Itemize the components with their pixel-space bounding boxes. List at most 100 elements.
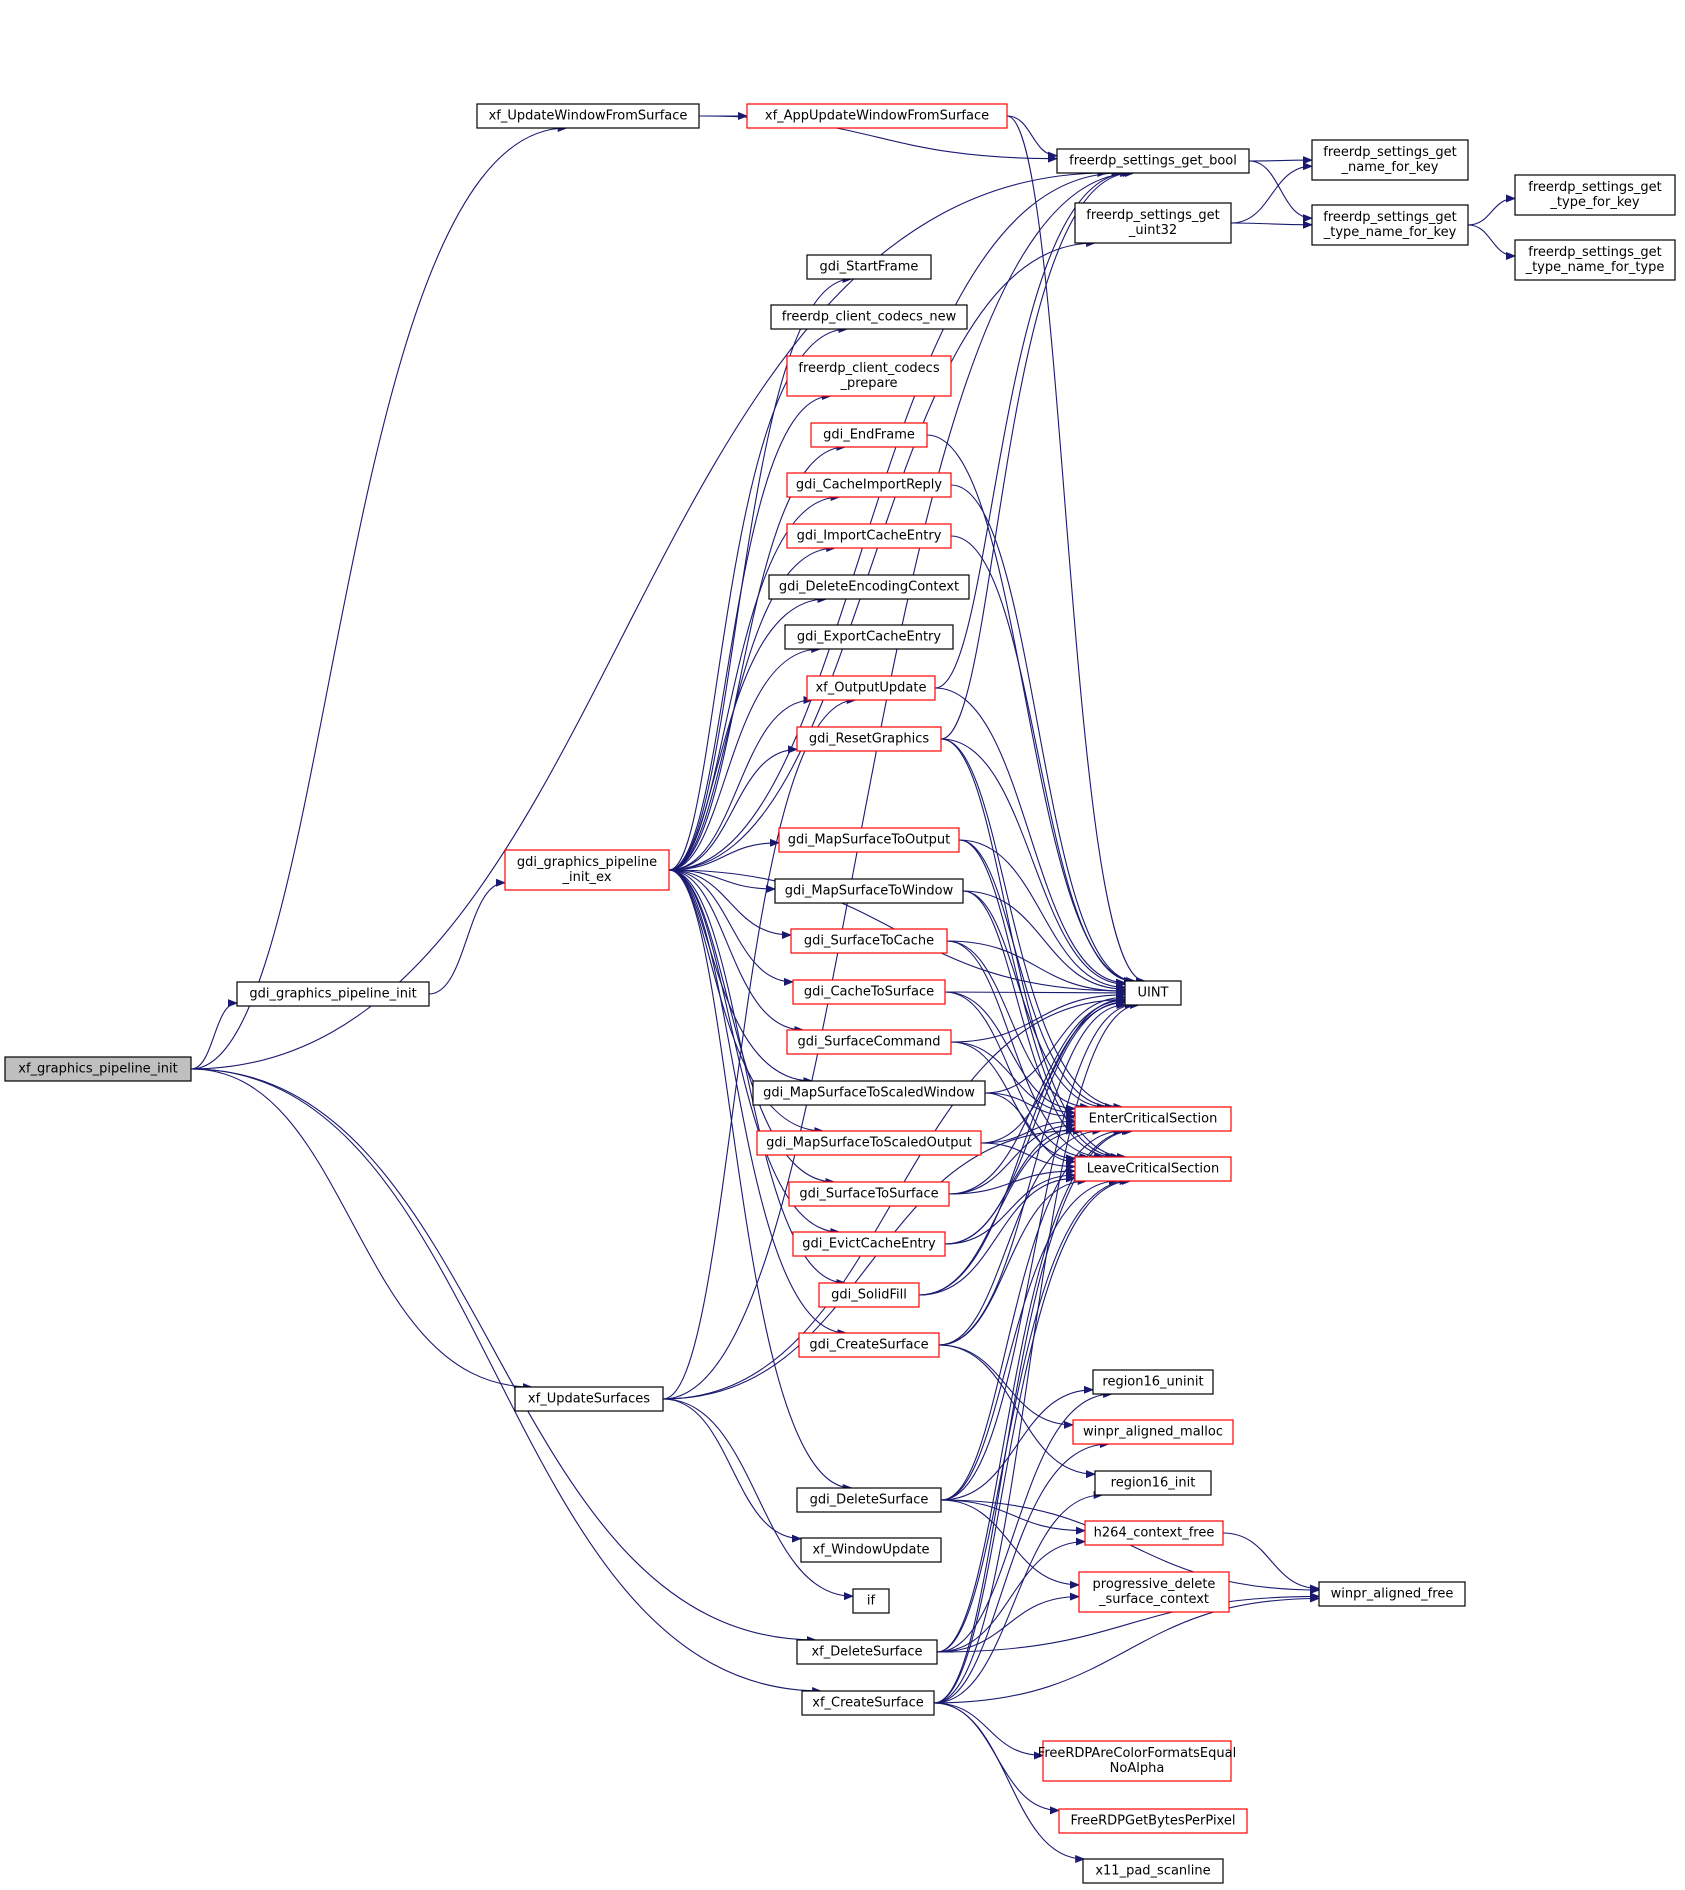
node-gdi_EvictCacheEntry[interactable]: gdi_EvictCacheEntry	[792, 1231, 946, 1257]
edge-xf_AppUpdateWindowFromSurface-to-freerdp_settings_get_bool	[1006, 115, 1058, 160]
edge-freerdp_settings_get_bool-to-freerdp_settings_get_name_for_key	[1248, 156, 1313, 165]
node-xf_OutputUpdate[interactable]: xf_OutputUpdate	[806, 675, 936, 701]
node-label: _prepare	[839, 376, 897, 391]
node-label: freerdp_settings_get_bool	[1069, 154, 1237, 169]
node-label: EnterCriticalSection	[1089, 1112, 1218, 1127]
node-x11_pad_scanline[interactable]: x11_pad_scanline	[1082, 1858, 1224, 1884]
node-freerdp_settings_get_type_for_key[interactable]: freerdp_settings_get_type_for_key	[1514, 174, 1676, 216]
node-label: gdi_DeleteEncodingContext	[779, 580, 959, 595]
node-gdi_ExportCacheEntry[interactable]: gdi_ExportCacheEntry	[784, 624, 954, 650]
node-gdi_graphics_pipeline_init[interactable]: gdi_graphics_pipeline_init	[236, 981, 430, 1007]
node-region16_init[interactable]: region16_init	[1094, 1470, 1212, 1496]
node-gdi_DeleteSurface[interactable]: gdi_DeleteSurface	[796, 1487, 942, 1513]
node-box	[504, 849, 670, 891]
edge-xf_graphics_pipeline_init-to-xf_DeleteSurface	[190, 1068, 817, 1644]
edge-freerdp_settings_get_type_name_for_key-to-freerdp_settings_get_type_for_key	[1467, 194, 1516, 226]
node-box	[796, 726, 942, 752]
node-freerdp_settings_get_name_for_key[interactable]: freerdp_settings_get_name_for_key	[1311, 139, 1469, 181]
node-freerdp_client_codecs_new[interactable]: freerdp_client_codecs_new	[770, 304, 968, 330]
node-label: x11_pad_scanline	[1095, 1864, 1210, 1879]
node-gdi_graphics_pipeline_init_ex[interactable]: gdi_graphics_pipeline_init_ex	[504, 849, 670, 891]
edge-gdi_MapSurfaceToWindow-to-EnterCriticalSection	[962, 890, 1107, 1111]
edge-xf_CreateSurface-to-winpr_aligned_free	[933, 1594, 1320, 1704]
edge-gdi_SurfaceToCache-to-LeaveCriticalSection	[946, 940, 1105, 1161]
edge-gdi_graphics_pipeline_init_ex-to-gdi_SurfaceCommand	[668, 869, 805, 1034]
edge-xf_graphics_pipeline_init-to-xf_UpdateSurfaces	[190, 1068, 533, 1391]
node-gdi_DeleteEncodingContext[interactable]: gdi_DeleteEncodingContext	[768, 574, 970, 600]
node-gdi_MapSurfaceToOutput[interactable]: gdi_MapSurfaceToOutput	[778, 827, 960, 853]
node-xf_DeleteSurface[interactable]: xf_DeleteSurface	[796, 1639, 938, 1665]
node-freerdp_settings_get_type_name_for_type[interactable]: freerdp_settings_get_type_name_for_type	[1514, 239, 1676, 281]
edge-gdi_graphics_pipeline_init_ex-to-gdi_EvictCacheEntry	[668, 869, 841, 1236]
node-gdi_ImportCacheEntry[interactable]: gdi_ImportCacheEntry	[786, 523, 952, 549]
edge-xf_DeleteSurface-to-region16_uninit	[936, 1390, 1114, 1653]
node-gdi_StartFrame[interactable]: gdi_StartFrame	[806, 254, 932, 280]
node-gdi_SurfaceCommand[interactable]: gdi_SurfaceCommand	[786, 1029, 952, 1055]
node-xf_CreateSurface[interactable]: xf_CreateSurface	[801, 1690, 935, 1716]
node-gdi_SolidFill[interactable]: gdi_SolidFill	[818, 1282, 920, 1308]
node-xf_UpdateSurfaces[interactable]: xf_UpdateSurfaces	[514, 1386, 664, 1412]
node-box	[756, 1130, 982, 1156]
edge-freerdp_settings_get_type_name_for_key-to-freerdp_settings_get_type_name_for_type	[1467, 224, 1516, 260]
node-label: progressive_delete	[1093, 1577, 1216, 1592]
edge-gdi_CreateSurface-to-LeaveCriticalSection	[938, 1177, 1088, 1346]
edge-gdi_MapSurfaceToOutput-to-EnterCriticalSection	[958, 839, 1115, 1111]
node-gdi_MapSurfaceToWindow[interactable]: gdi_MapSurfaceToWindow	[774, 878, 964, 904]
node-if[interactable]: if	[852, 1588, 890, 1614]
node-xf_UpdateWindowFromSurface[interactable]: xf_UpdateWindowFromSurface	[476, 103, 700, 129]
node-box	[1094, 1470, 1212, 1496]
node-EnterCriticalSection[interactable]: EnterCriticalSection	[1074, 1106, 1232, 1132]
node-freerdp_client_codecs_prepare[interactable]: freerdp_client_codecs_prepare	[786, 355, 952, 397]
node-gdi_EndFrame[interactable]: gdi_EndFrame	[810, 422, 928, 448]
node-region16_uninit[interactable]: region16_uninit	[1092, 1369, 1214, 1395]
node-LeaveCriticalSection[interactable]: LeaveCriticalSection	[1074, 1156, 1232, 1182]
edge-xf_CreateSurface-to-region16_init	[933, 1491, 1104, 1704]
node-box	[788, 1181, 950, 1207]
node-xf_AppUpdateWindowFromSurface[interactable]: xf_AppUpdateWindowFromSurface	[746, 103, 1008, 129]
node-box	[1318, 1581, 1466, 1607]
node-progressive_delete_surface_context[interactable]: progressive_delete_surface_context	[1078, 1571, 1230, 1613]
node-box	[1056, 148, 1250, 174]
edge-gdi_graphics_pipeline_init_ex-to-freerdp_settings_get_bool	[668, 169, 1122, 871]
node-box	[852, 1588, 890, 1614]
node-gdi_CacheToSurface[interactable]: gdi_CacheToSurface	[792, 979, 946, 1005]
node-gdi_SurfaceToCache[interactable]: gdi_SurfaceToCache	[790, 928, 948, 954]
node-label: xf_graphics_pipeline_init	[18, 1062, 178, 1077]
node-freerdp_settings_get_uint32[interactable]: freerdp_settings_get_uint32	[1074, 202, 1232, 244]
node-label: gdi_SurfaceToCache	[804, 934, 934, 949]
node-freerdp_settings_get_type_name_for_key[interactable]: freerdp_settings_get_type_name_for_key	[1311, 204, 1469, 246]
node-xf_graphics_pipeline_init[interactable]: xf_graphics_pipeline_init	[4, 1056, 192, 1082]
node-box	[786, 523, 952, 549]
node-box	[1072, 1419, 1234, 1445]
node-label: freerdp_settings_get	[1528, 180, 1661, 195]
edge-xf_CreateSurface-to-winpr_aligned_malloc	[933, 1440, 1110, 1704]
node-gdi_MapSurfaceToScaledWindow[interactable]: gdi_MapSurfaceToScaledWindow	[752, 1080, 986, 1106]
node-UINT[interactable]: UINT	[1124, 980, 1182, 1006]
node-gdi_ResetGraphics[interactable]: gdi_ResetGraphics	[796, 726, 942, 752]
node-winpr_aligned_malloc[interactable]: winpr_aligned_malloc	[1072, 1419, 1234, 1445]
node-gdi_SurfaceToSurface[interactable]: gdi_SurfaceToSurface	[788, 1181, 950, 1207]
node-xf_WindowUpdate[interactable]: xf_WindowUpdate	[800, 1537, 942, 1563]
nodes-layer: xf_graphics_pipeline_init xf_UpdateWindow…	[4, 103, 1676, 1884]
node-FreeRDPGetBytesPerPixel[interactable]: FreeRDPGetBytesPerPixel	[1058, 1808, 1248, 1834]
edge-gdi_graphics_pipeline_init_ex-to-gdi_CreateSurface	[668, 869, 848, 1337]
node-label: gdi_MapSurfaceToScaledOutput	[766, 1136, 972, 1151]
node-label: gdi_MapSurfaceToWindow	[785, 884, 954, 899]
node-freerdp_settings_get_bool[interactable]: freerdp_settings_get_bool	[1056, 148, 1250, 174]
edge-gdi_MapSurfaceToWindow-to-LeaveCriticalSection	[962, 890, 1116, 1161]
node-gdi_CreateSurface[interactable]: gdi_CreateSurface	[798, 1332, 940, 1358]
node-h264_context_free[interactable]: h264_context_free	[1084, 1520, 1224, 1546]
edge-gdi_SurfaceToSurface-to-EnterCriticalSection	[948, 1121, 1076, 1195]
node-gdi_CacheImportReply[interactable]: gdi_CacheImportReply	[786, 472, 952, 498]
node-label: freerdp_client_codecs_new	[782, 310, 957, 325]
edge-xf_OutputUpdate-to-UINT	[934, 687, 1126, 987]
edge-gdi_ImportCacheEntry-to-UINT	[950, 535, 1134, 985]
node-label: winpr_aligned_malloc	[1083, 1425, 1223, 1440]
node-label: gdi_MapSurfaceToOutput	[788, 833, 950, 848]
node-label: xf_OutputUpdate	[815, 681, 926, 696]
node-winpr_aligned_free[interactable]: winpr_aligned_free	[1318, 1581, 1466, 1607]
node-gdi_MapSurfaceToScaledOutput[interactable]: gdi_MapSurfaceToScaledOutput	[756, 1130, 982, 1156]
edge-xf_CreateSurface-to-UINT	[933, 1001, 1141, 1704]
